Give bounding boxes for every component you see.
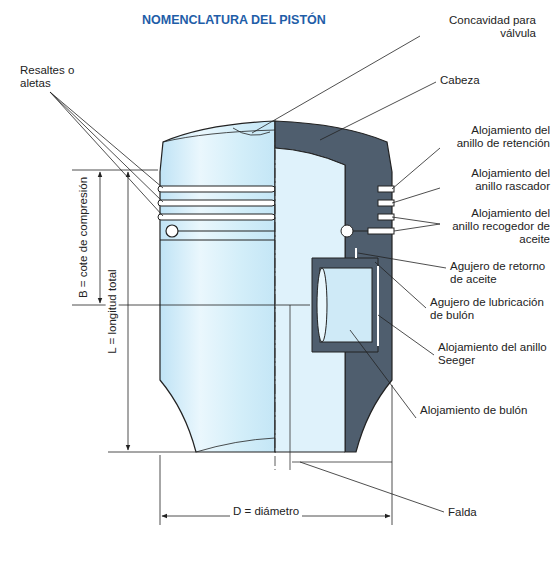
piston-exterior <box>160 121 275 452</box>
dimension-label: B = cote de compresión <box>77 174 90 299</box>
part-label: D = diámetro <box>230 505 302 518</box>
piston-section <box>275 121 392 452</box>
ring-grooves <box>158 186 275 220</box>
part-label: Alojamiento del anillo Seeger <box>438 341 548 367</box>
part-label: Alojamiento del anillo de retención <box>444 124 550 150</box>
part-label: Falda <box>448 506 508 519</box>
pin-boss <box>312 258 378 352</box>
pin-bore <box>320 268 372 342</box>
part-label: Alojamiento de bulón <box>420 404 530 417</box>
part-label: Agujero de lubricación de bulón <box>430 296 550 322</box>
oil-groove <box>166 225 178 237</box>
valve-recess <box>233 128 270 135</box>
part-label: Agujero de retorno de aceite <box>450 260 550 286</box>
diagram-title: NOMENCLATURA DEL PISTÓN <box>142 13 326 27</box>
oil-return-hole <box>355 248 357 258</box>
part-label: Concavidad para válvula <box>424 14 536 40</box>
part-label: Resaltes o aletas <box>20 64 100 90</box>
part-label: Cabeza <box>440 74 520 87</box>
part-label: Alojamiento del anillo rascador <box>444 167 550 193</box>
part-label: Alojamiento del anillo recogedor de acei… <box>444 207 550 246</box>
seeger-groove <box>377 266 379 346</box>
leader-lines <box>50 36 446 512</box>
dimension-label: L = longitud total <box>105 267 118 355</box>
dimension-lines <box>72 170 392 525</box>
